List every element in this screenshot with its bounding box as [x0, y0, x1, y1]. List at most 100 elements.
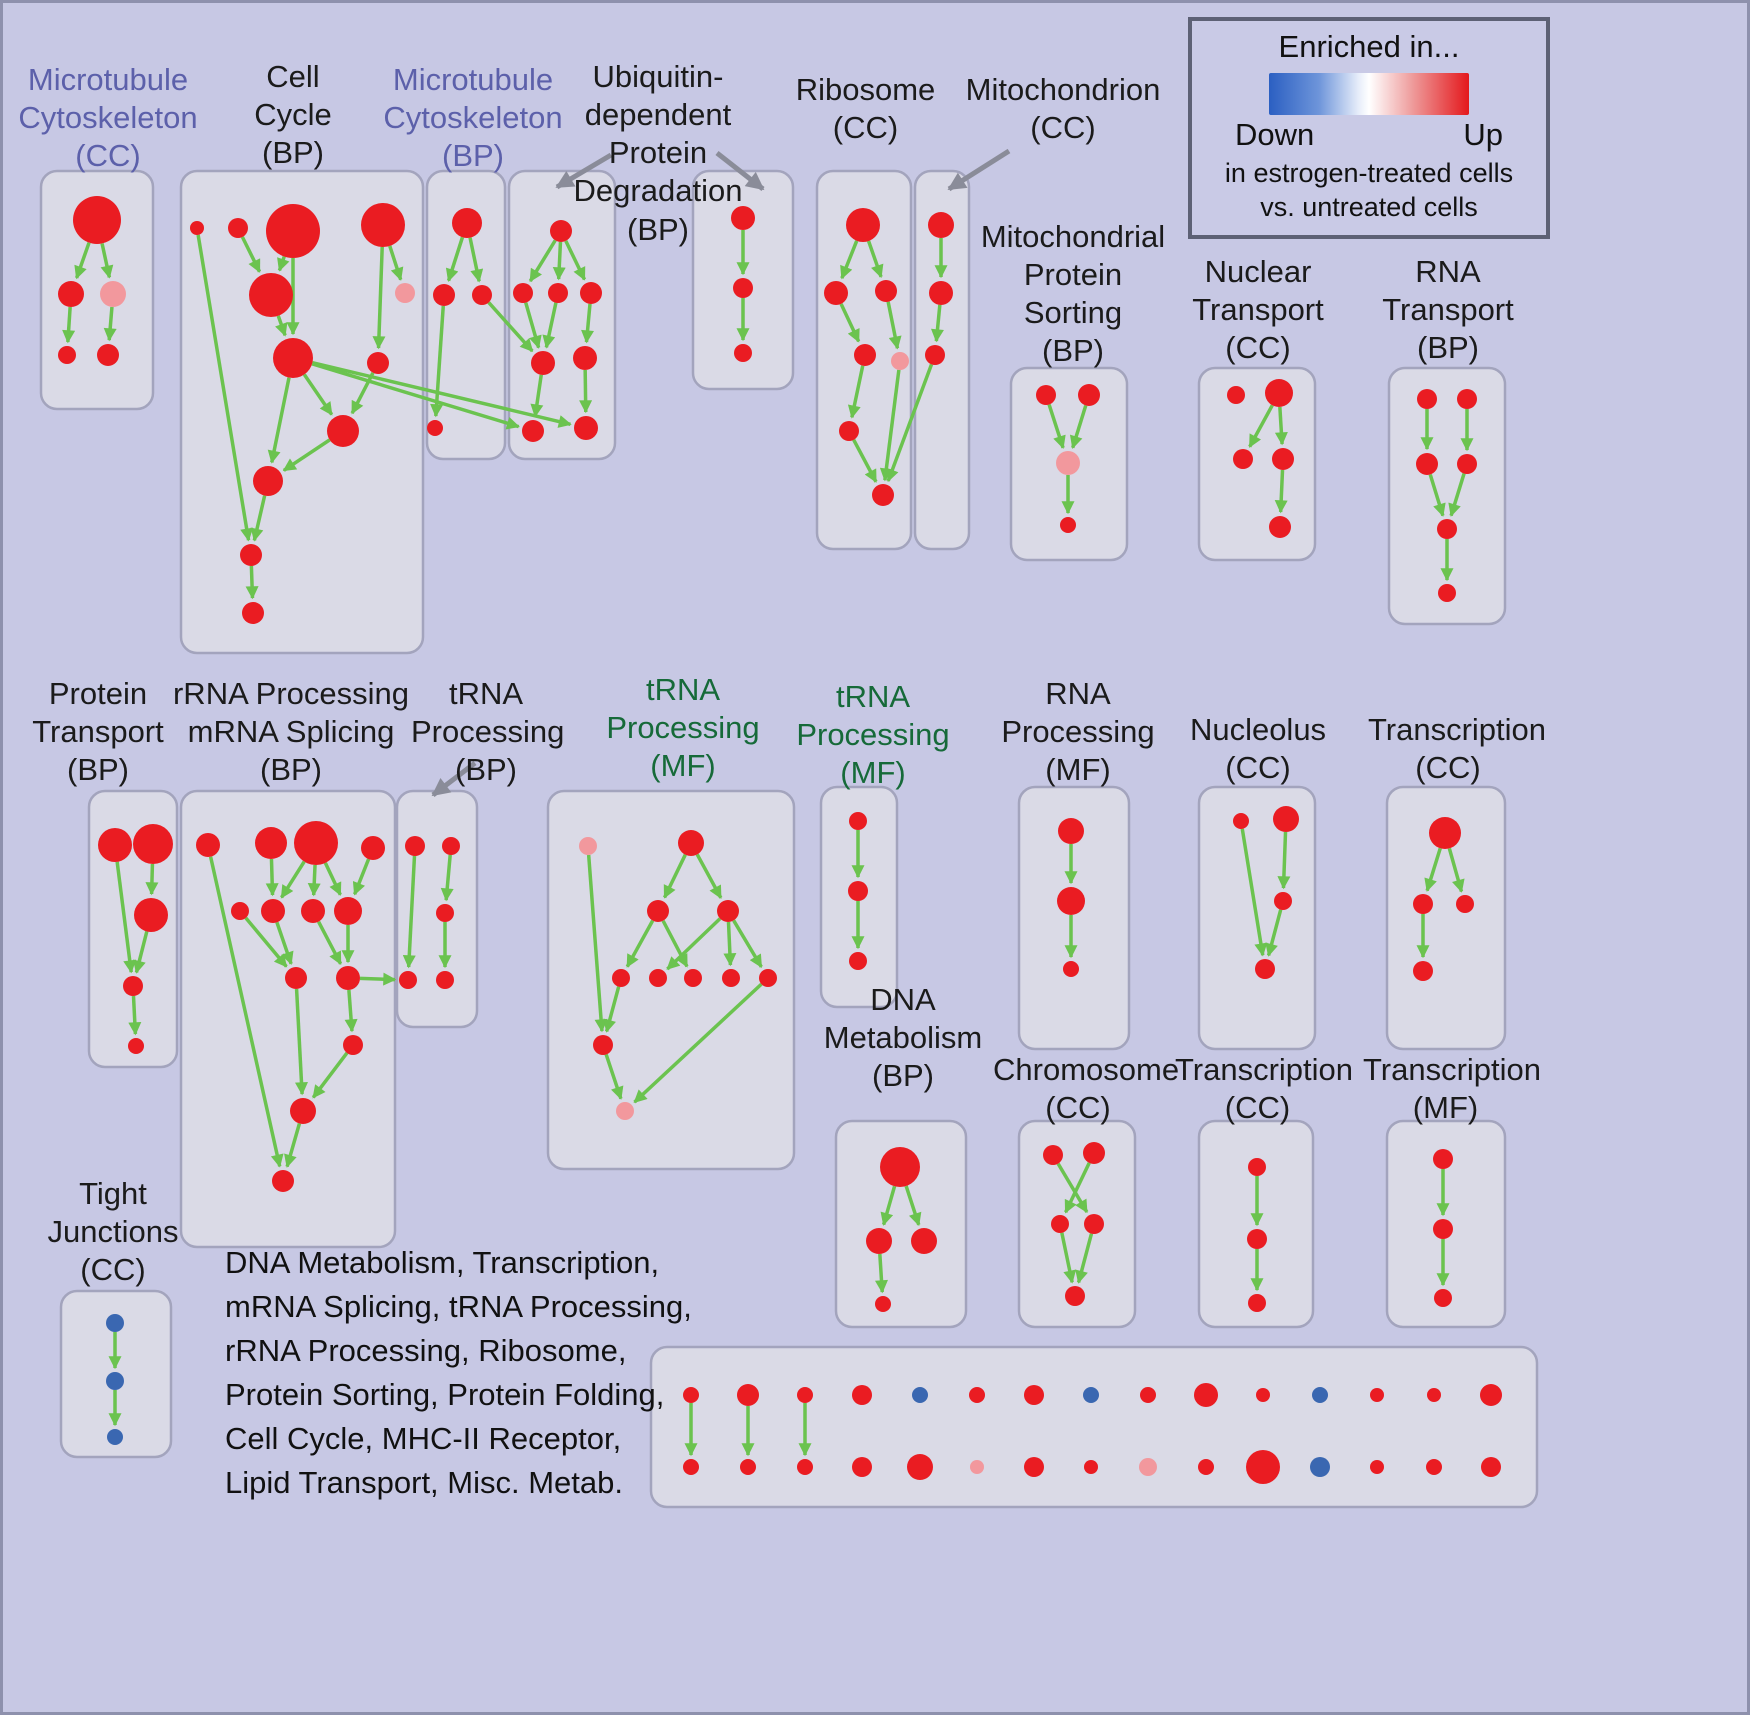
label-pointer-arrow — [555, 152, 613, 190]
go-term-node — [846, 208, 880, 242]
relation-edge — [352, 858, 371, 896]
go-term-node — [929, 281, 953, 305]
go-term-node — [1256, 1388, 1270, 1402]
go-term-node — [472, 285, 492, 305]
relation-edge — [579, 369, 593, 414]
cluster-box-nuclear-transport-cc — [1197, 366, 1317, 562]
cluster-box-dna-metabolism-bp — [834, 1119, 968, 1329]
go-term-node — [367, 352, 389, 374]
go-term-node — [1043, 1145, 1063, 1165]
go-term-node — [880, 1147, 920, 1187]
relation-edge — [604, 1053, 624, 1100]
go-term-node — [852, 1457, 872, 1477]
relation-edge — [586, 854, 608, 1033]
go-term-node — [1433, 1149, 1453, 1169]
go-term-node — [427, 420, 443, 436]
go-term-node — [854, 344, 876, 366]
go-term-node — [1274, 892, 1292, 910]
go-term-node — [1248, 1158, 1266, 1176]
go-term-node — [106, 1314, 124, 1332]
go-term-node — [717, 900, 739, 922]
relation-edge — [294, 988, 308, 1096]
go-term-node — [327, 415, 359, 447]
relation-edge — [1447, 847, 1465, 893]
relation-edge — [1056, 1162, 1089, 1214]
relation-edge — [240, 236, 262, 273]
relation-edge — [840, 240, 859, 280]
go-term-node — [1457, 389, 1477, 409]
go-term-node — [433, 284, 455, 306]
relation-edge — [886, 363, 934, 483]
go-term-node — [190, 221, 204, 235]
go-term-node — [249, 273, 293, 317]
go-term-node — [912, 1387, 928, 1403]
go-term-node — [336, 966, 360, 990]
cluster-box-rna-transport-bp — [1387, 366, 1507, 626]
go-term-node — [98, 828, 132, 862]
go-term-node — [442, 837, 460, 855]
relation-edge — [208, 856, 284, 1168]
relation-edge — [732, 919, 763, 968]
go-term-node — [1024, 1457, 1044, 1477]
go-term-node — [266, 204, 320, 258]
go-term-node — [852, 1385, 872, 1405]
relation-edge — [115, 861, 137, 974]
relation-edge — [603, 986, 621, 1033]
relation-edge — [528, 239, 557, 283]
relation-edge — [145, 863, 159, 896]
cluster-box-misc-metabolism-row — [649, 1345, 1539, 1509]
go-term-node — [872, 484, 894, 506]
relation-edge — [196, 234, 254, 542]
relation-edge — [1274, 469, 1288, 514]
go-term-node — [395, 283, 415, 303]
go-term-node — [436, 904, 454, 922]
relation-edge — [542, 302, 558, 349]
go-term-node — [1417, 389, 1437, 409]
misc-cluster-note: DNA Metabolism, Transcription, mRNA Spli… — [225, 1245, 692, 1501]
relation-edge — [445, 236, 465, 282]
go-term-node — [240, 544, 262, 566]
relation-edge — [1064, 1162, 1091, 1214]
go-term-node — [343, 1035, 363, 1055]
go-term-node — [733, 278, 753, 298]
relation-edge — [661, 919, 689, 968]
go-term-node — [1247, 1229, 1267, 1249]
relation-edge — [280, 860, 306, 899]
go-term-node — [593, 1035, 613, 1055]
go-term-node — [550, 220, 572, 242]
go-term-node — [928, 212, 954, 238]
go-term-node — [1438, 584, 1456, 602]
go-term-node — [285, 967, 307, 989]
relation-edge — [275, 315, 288, 337]
go-term-node — [824, 281, 848, 305]
go-term-node — [1078, 384, 1100, 406]
go-term-node — [969, 1387, 985, 1403]
go-term-node — [683, 1459, 699, 1475]
relation-edge — [662, 853, 687, 899]
go-term-node — [1413, 894, 1433, 914]
label-pointer-arrow — [431, 761, 477, 797]
relation-edge — [311, 362, 520, 430]
relation-edge — [103, 306, 117, 342]
go-term-node — [548, 283, 568, 303]
label-pointer-arrow — [715, 151, 765, 191]
go-term-node — [301, 899, 325, 923]
go-term-node — [1273, 806, 1299, 832]
go-term-node — [1248, 1294, 1266, 1312]
go-term-node — [361, 836, 385, 860]
relation-edge — [1240, 828, 1268, 957]
relation-edge — [311, 1051, 349, 1099]
go-term-node — [683, 1387, 699, 1403]
relation-edge — [695, 853, 723, 899]
go-term-node — [866, 1228, 892, 1254]
go-term-node — [1272, 448, 1294, 470]
relation-edge — [440, 854, 454, 902]
relation-edge — [1248, 404, 1274, 448]
go-term-node — [1139, 1458, 1157, 1476]
relation-edge — [388, 245, 404, 281]
relation-edge — [1428, 473, 1446, 517]
go-term-node — [1084, 1460, 1098, 1474]
relation-edge — [265, 858, 279, 897]
go-term-node — [436, 971, 454, 989]
